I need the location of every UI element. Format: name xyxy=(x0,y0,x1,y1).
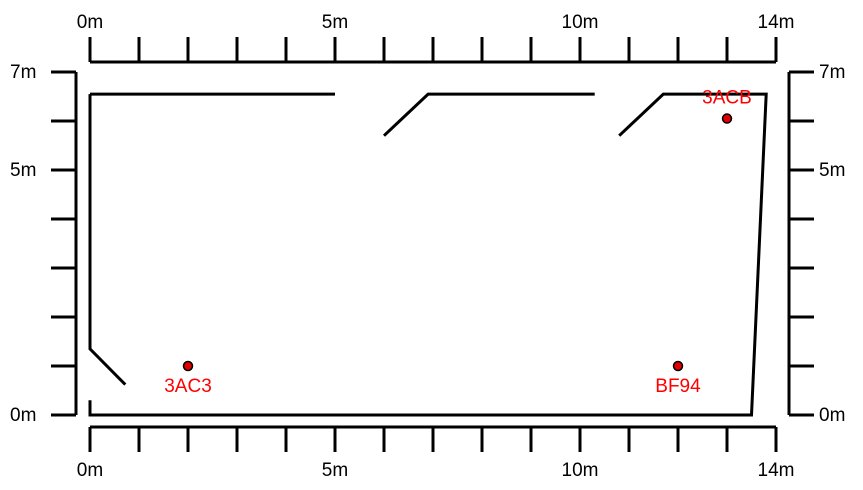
anchors: 3AC3 BF94 3ACB xyxy=(164,88,752,397)
right-ruler-label: 7m xyxy=(819,62,845,83)
right-ruler-label: 0m xyxy=(819,405,845,426)
anchor-3acb: 3ACB xyxy=(702,88,752,124)
bottom-ruler-label: 0m xyxy=(77,460,103,481)
wall-segment xyxy=(88,92,768,417)
bottom-ruler-label: 14m xyxy=(758,460,795,481)
bottom-ruler-label: 5m xyxy=(322,460,348,481)
wall-segment xyxy=(88,94,127,386)
right-ruler-label: 5m xyxy=(819,160,845,181)
anchor-label: 3ACB xyxy=(702,88,752,109)
left-ruler-label: 7m xyxy=(10,62,36,83)
top-ruler-label: 0m xyxy=(77,12,103,33)
top-ruler-label: 14m xyxy=(758,12,795,33)
anchor-marker xyxy=(182,360,194,372)
wall-segment xyxy=(382,92,595,137)
bottom-ruler-label: 10m xyxy=(562,460,599,481)
anchor-label: BF94 xyxy=(655,376,701,397)
rulers: 0m 0m 5m 5m 10m 10m 14m 14m 0m 0m 5m 5m 7m 7m xyxy=(10,12,845,481)
anchor-3ac3: 3AC3 xyxy=(164,360,212,397)
top-ruler-label: 5m xyxy=(322,12,348,33)
left-ruler-label: 5m xyxy=(10,160,36,181)
top-ruler-label: 10m xyxy=(562,12,599,33)
anchor-marker xyxy=(721,113,733,124)
walls xyxy=(88,92,768,417)
anchor-label: 3AC3 xyxy=(164,376,212,397)
anchor-marker xyxy=(672,360,684,372)
left-ruler-label: 0m xyxy=(10,405,36,426)
anchor-bf94: BF94 xyxy=(655,360,701,397)
